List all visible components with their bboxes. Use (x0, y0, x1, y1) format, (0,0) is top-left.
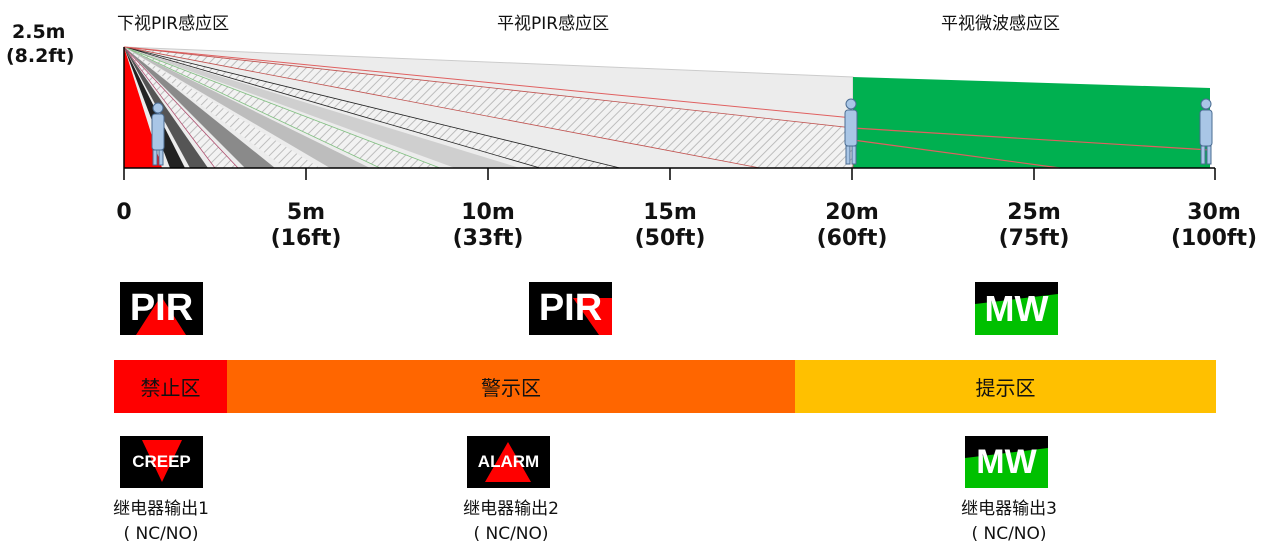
height-meters: 2.5m (12, 21, 66, 43)
zone-title-flat-pir: 平视PIR感应区 (497, 14, 610, 34)
pir-beam (124, 47, 208, 168)
distance-label-15m: 15m(50ft) (634, 200, 706, 251)
relay-label-3: 继电器输出3( NC/NO) (961, 499, 1057, 544)
band-warning-zone: 警示区 (227, 360, 795, 413)
detection-diagram (123, 46, 1216, 180)
person-icon-mid (844, 98, 858, 165)
person-icon-near (151, 102, 165, 166)
band-prohibited-zone: 禁止区 (114, 360, 227, 413)
mw-line (852, 139, 1061, 169)
alarm-relay-icon: ALARM (467, 436, 550, 488)
mw-zone (853, 77, 1210, 168)
pir-down-icon: PIR (120, 282, 203, 335)
relay-label-2: 继电器输出2( NC/NO) (463, 499, 559, 544)
pir-beam (124, 47, 520, 168)
distance-label-0: 0 (116, 200, 132, 225)
distance-label-25m: 25m(75ft) (998, 200, 1070, 251)
distance-label-30m: 30m(100ft) (1170, 200, 1258, 251)
pir-flat-icon: PIR (529, 282, 612, 335)
mw-line (852, 127, 1211, 151)
relay-label-1: 继电器输出1( NC/NO) (113, 499, 209, 544)
distance-label-20m: 20m(60ft) (816, 200, 888, 251)
person-icon-far (1199, 98, 1213, 165)
mw-icon: MW (975, 282, 1058, 335)
height-feet: (8.2ft) (6, 45, 75, 67)
band-notice-zone: 提示区 (795, 360, 1216, 413)
mw-line (123, 46, 854, 119)
creep-relay-icon: CREEP (120, 436, 203, 488)
distance-label-5m: 5m(16ft) (270, 200, 342, 251)
pir-beam (124, 47, 275, 168)
mw-relay-icon: MW (965, 436, 1048, 488)
zone-title-down-pir: 下视PIR感应区 (117, 14, 230, 34)
distance-label-10m: 10m(33ft) (452, 200, 524, 251)
pir-beam (124, 47, 370, 168)
pir-beam (124, 47, 320, 168)
zone-title-flat-mw: 平视微波感应区 (941, 14, 1060, 34)
